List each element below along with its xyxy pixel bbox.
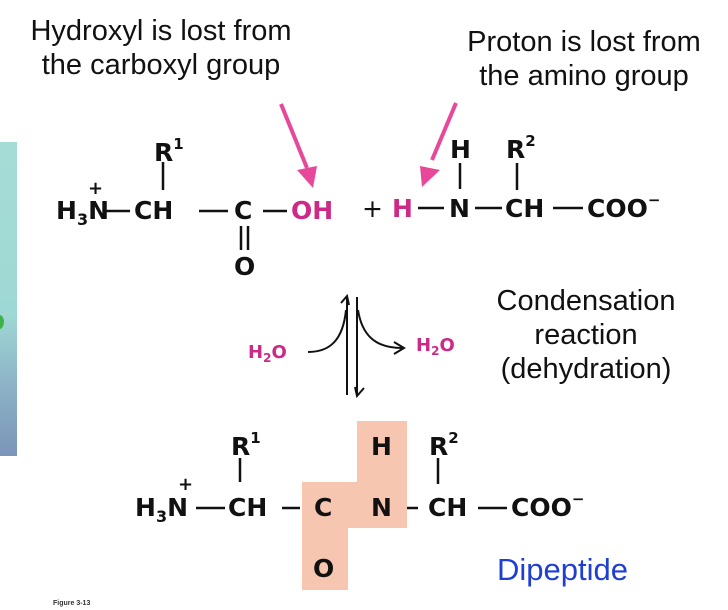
reactant1-alpha-carbon: CH: [134, 196, 174, 225]
plus-sign: +: [362, 194, 383, 223]
condensation-caption-line2: reaction: [534, 319, 638, 351]
reactant2-r-group: R2: [506, 132, 536, 164]
product-alpha-carbon1: CH: [228, 493, 268, 522]
proton-caption-line1: Proton is lost from: [467, 26, 701, 58]
reactant2-alpha-carbon: CH: [505, 194, 545, 223]
side-panel: [0, 142, 17, 456]
reactant1-r-group: R1: [154, 135, 184, 167]
hydroxyl-caption-line1: Hydroxyl is lost from: [30, 15, 292, 47]
equilibrium-arrows-icon: [307, 293, 406, 399]
peptide-bond-highlight-lower: [302, 527, 348, 590]
side-panel-dot: [0, 315, 4, 329]
product-charge: +: [178, 474, 194, 495]
product-r2: R2: [429, 429, 459, 461]
peptide-bond-highlight-middle: [302, 482, 407, 528]
reactant1-hydroxyl: OH: [291, 196, 334, 225]
hydroxyl-caption: Hydroxyl is lost from the carboxyl group: [6, 14, 316, 82]
proton-caption-line2: the amino group: [479, 60, 689, 92]
condensation-caption: Condensation reaction (dehydration): [466, 284, 706, 386]
product-r1: R1: [231, 429, 261, 461]
reactant2-amine-h: H: [450, 135, 471, 164]
dipeptide-label: Dipeptide: [497, 552, 628, 587]
reactant2-bonds: [418, 163, 583, 210]
reactant1-carbonyl-carbon: C: [234, 196, 253, 225]
reactant2-amine-n: N: [449, 194, 470, 223]
condensation-caption-line1: Condensation: [496, 285, 676, 317]
reactant1-amino-group: H3N: [56, 196, 110, 229]
water-in: H2O: [248, 342, 287, 365]
reactant1-charge: +: [88, 178, 104, 199]
arrow-to-proton-icon: [420, 102, 458, 187]
proton-caption: Proton is lost from the amino group: [440, 25, 728, 93]
reactant1-bonds: [106, 162, 287, 250]
product-peptide-oxygen: O: [313, 554, 335, 583]
product-amino-group: H3N: [135, 493, 189, 526]
product-alpha-carbon2: CH: [428, 493, 468, 522]
product-peptide-hydrogen: H: [371, 432, 392, 461]
product-peptide-nitrogen: N: [371, 493, 392, 522]
hydroxyl-caption-line2: the carboxyl group: [41, 49, 281, 81]
figure-number: Figure 3-13: [53, 600, 91, 607]
arrow-to-hydroxyl-icon: [279, 103, 317, 188]
water-out: H2O: [416, 335, 455, 358]
condensation-caption-line3: (dehydration): [500, 353, 672, 385]
reactant2-leaving-proton: H: [392, 194, 413, 223]
reactant2-carboxylate: COO−: [587, 191, 661, 223]
product-carboxylate: COO−: [511, 490, 585, 522]
product-peptide-carbon: C: [314, 493, 333, 522]
reactant1-carbonyl-oxygen: O: [234, 252, 256, 281]
